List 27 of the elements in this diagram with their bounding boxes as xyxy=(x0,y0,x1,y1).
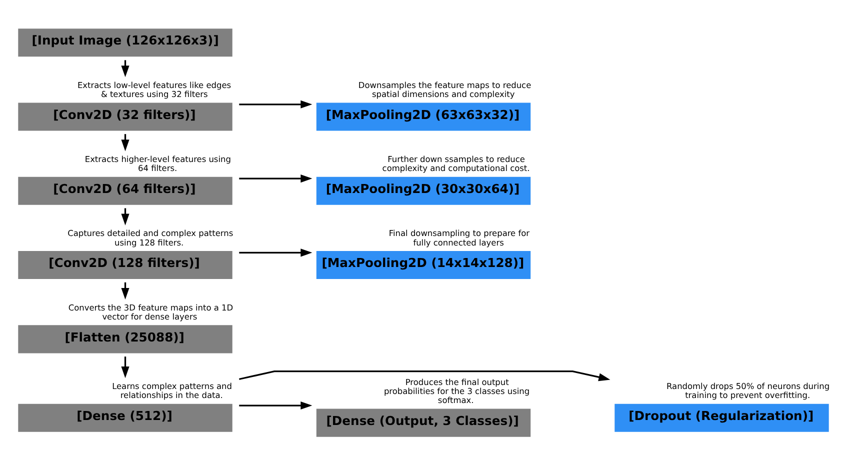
node-box: [Dense (512)] xyxy=(18,403,232,432)
node-label: Extracts low-level features like edges & textures using 32 filters xyxy=(77,79,232,98)
node-box: [Dense (Output, 3 Classes)] xyxy=(316,408,531,436)
node-label: Converts the 3D feature maps into a 1D vector for dense layers xyxy=(68,302,234,321)
arrow xyxy=(239,100,312,108)
node-box: [Dropout (Regularization)] xyxy=(614,403,829,432)
node-label: Captures detailed and complex patterns using 128 filters. xyxy=(68,228,234,247)
arrow xyxy=(239,370,610,381)
arrow xyxy=(121,356,130,378)
node-box: [Conv2D (64 filters)] xyxy=(18,176,232,204)
node-box: [Flatten (25088)] xyxy=(18,324,232,353)
node-box: [MaxPooling2D (30x30x64)] xyxy=(316,176,531,204)
node-label: Randomly drops 50% of neurons during training to prevent overfitting. xyxy=(666,380,830,400)
arrow xyxy=(239,174,312,182)
arrow xyxy=(239,400,312,410)
node-label: Further down ssamples to reduce complexity and computational cost. xyxy=(382,154,530,173)
node-label: Extracts higher-level features using 64 filters. xyxy=(84,154,231,173)
node-box: [Conv2D (128 filters)] xyxy=(18,250,232,279)
node-box: [Input Image (126x126x3)] xyxy=(18,28,232,56)
node-label: Learns complex patterns and relationships in the data. xyxy=(112,380,232,400)
node-box: [Conv2D (32 filters)] xyxy=(18,102,232,130)
node-label: Produces the final output probabilities for the 3 classes using softmax. xyxy=(384,376,530,405)
node-label: Final downsampling to prepare for fully connected layers xyxy=(388,228,530,247)
node-label: Downsamples the feature maps to reduce spatial dimensions and complexity xyxy=(358,79,532,98)
node-box: [MaxPooling2D (63x63x32)] xyxy=(316,102,531,130)
node-box: [MaxPooling2D (14x14x128)] xyxy=(316,250,531,279)
arrow xyxy=(239,248,312,256)
